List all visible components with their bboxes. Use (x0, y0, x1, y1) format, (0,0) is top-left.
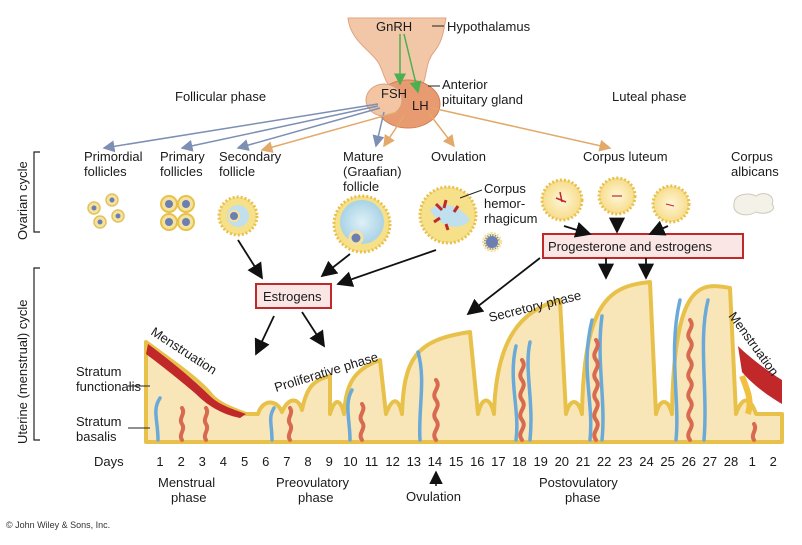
primary-label-1: Primary (160, 149, 205, 164)
day-tick: 21 (576, 454, 590, 469)
mature-label-3: follicle (343, 179, 379, 194)
day-tick: 2 (770, 454, 777, 469)
lh-label: LH (412, 98, 429, 113)
stratum-basalis-label-2: basalis (76, 429, 117, 444)
endometrium-functionalis (144, 280, 784, 444)
gnrh-arrow-lh (403, 33, 422, 94)
day-tick: 14 (428, 454, 442, 469)
mature-label-2: (Graafian) (343, 164, 402, 179)
day-tick: 20 (555, 454, 569, 469)
ovarian-cycle-label: Ovarian cycle (15, 161, 30, 240)
corpus-albicans (733, 193, 774, 216)
postovulatory-phase-label-1: Postovulatory (539, 475, 618, 490)
ovarian-cycle-bracket (33, 151, 40, 233)
ovulating-follicle (418, 185, 502, 252)
right-menses-gland (739, 374, 753, 415)
stratum-functionalis-label-1: Stratum (76, 364, 122, 379)
preovulatory-phase-label-1: Preovulatory (276, 475, 349, 490)
day-tick: 6 (262, 454, 269, 469)
day-tick: 7 (283, 454, 290, 469)
day-tick: 1 (749, 454, 756, 469)
day-tick: 24 (639, 454, 653, 469)
menstrual-bleeding-right (738, 346, 782, 404)
uterine-cycle-bracket (33, 267, 40, 441)
secondary-label-1: Secondary (219, 149, 282, 164)
ovulation-day-label: Ovulation (406, 489, 461, 504)
day-tick: 19 (533, 454, 547, 469)
day-tick: 4 (220, 454, 227, 469)
day-tick: 16 (470, 454, 484, 469)
mature-label-1: Mature (343, 149, 383, 164)
postovulatory-phase-label-2: phase (565, 490, 600, 505)
day-tick: 22 (597, 454, 611, 469)
day-tick: 9 (326, 454, 333, 469)
primordial-label-2: follicles (84, 164, 127, 179)
spiral-arteries (178, 318, 758, 442)
day-tick: 13 (407, 454, 421, 469)
day-tick: 3 (199, 454, 206, 469)
primary-follicles (160, 195, 195, 231)
corpus-albicans-label-2: albicans (731, 164, 779, 179)
day-tick: 12 (385, 454, 399, 469)
menstrual-phase-label-2: phase (171, 490, 206, 505)
corpus-hemorrhagicum-label-1: Corpus (484, 181, 526, 196)
gnrh-label: GnRH (376, 19, 412, 34)
preovulatory-phase-label-2: phase (298, 490, 333, 505)
hormone-flow-arrows (237, 217, 669, 356)
anterior-pituitary-label-2: pituitary gland (442, 92, 523, 107)
secondary-label-2: follicle (219, 164, 255, 179)
day-tick: 15 (449, 454, 463, 469)
day-tick: 23 (618, 454, 632, 469)
ovulation-stage-label: Ovulation (431, 149, 486, 164)
fsh-arrows (102, 103, 385, 153)
day-tick: 27 (703, 454, 717, 469)
luteal-phase-label: Luteal phase (612, 89, 686, 104)
primary-label-2: follicles (160, 164, 203, 179)
day-tick: 5 (241, 454, 248, 469)
menstrual-bleeding-left (146, 344, 246, 418)
days-axis-label: Days (94, 454, 124, 469)
corpus-hemorrhagicum-label-3: rhagicum (484, 211, 537, 226)
estrogens-label: Estrogens (263, 289, 322, 304)
endometrial-glands (154, 298, 710, 442)
corpus-luteum-label: Corpus luteum (583, 149, 668, 164)
day-tick: 11 (365, 454, 379, 469)
day-tick: 10 (343, 454, 357, 469)
hypothalamus-label: Hypothalamus (447, 19, 531, 34)
day-tick: 25 (660, 454, 674, 469)
day-tick: 28 (724, 454, 738, 469)
mature-follicle (332, 194, 392, 254)
secondary-follicle (217, 195, 259, 237)
day-tick: 2 (178, 454, 185, 469)
progesterone-estrogens-label: Progesterone and estrogens (548, 239, 713, 254)
copyright: © John Wiley & Sons, Inc. (6, 520, 110, 530)
day-tick: 17 (491, 454, 505, 469)
anterior-pituitary-label-1: Anterior (442, 77, 488, 92)
stratum-basalis-label-1: Stratum (76, 414, 122, 429)
hypothalamus-pituitary (347, 17, 447, 129)
corpus-luteum-stages (540, 176, 691, 224)
fsh-label: FSH (381, 86, 407, 101)
day-tick: 26 (682, 454, 696, 469)
estrogens-box (255, 283, 332, 309)
day-tick: 18 (512, 454, 526, 469)
primordial-label-1: Primordial (84, 149, 143, 164)
menstrual-phase-label-1: Menstrual (158, 475, 215, 490)
corpus-hemorrhagicum-label-2: hemor- (484, 196, 525, 211)
follicular-phase-label: Follicular phase (175, 89, 266, 104)
primordial-follicles (87, 193, 125, 229)
progesterone-estrogens-box (542, 233, 744, 259)
corpus-albicans-label-1: Corpus (731, 149, 773, 164)
uterine-cycle-label: Uterine (menstrual) cycle (15, 300, 30, 445)
day-tick: 1 (156, 454, 163, 469)
lh-arrows (260, 107, 612, 153)
day-tick: 8 (304, 454, 311, 469)
stratum-functionalis-label-2: functionalis (76, 379, 142, 394)
